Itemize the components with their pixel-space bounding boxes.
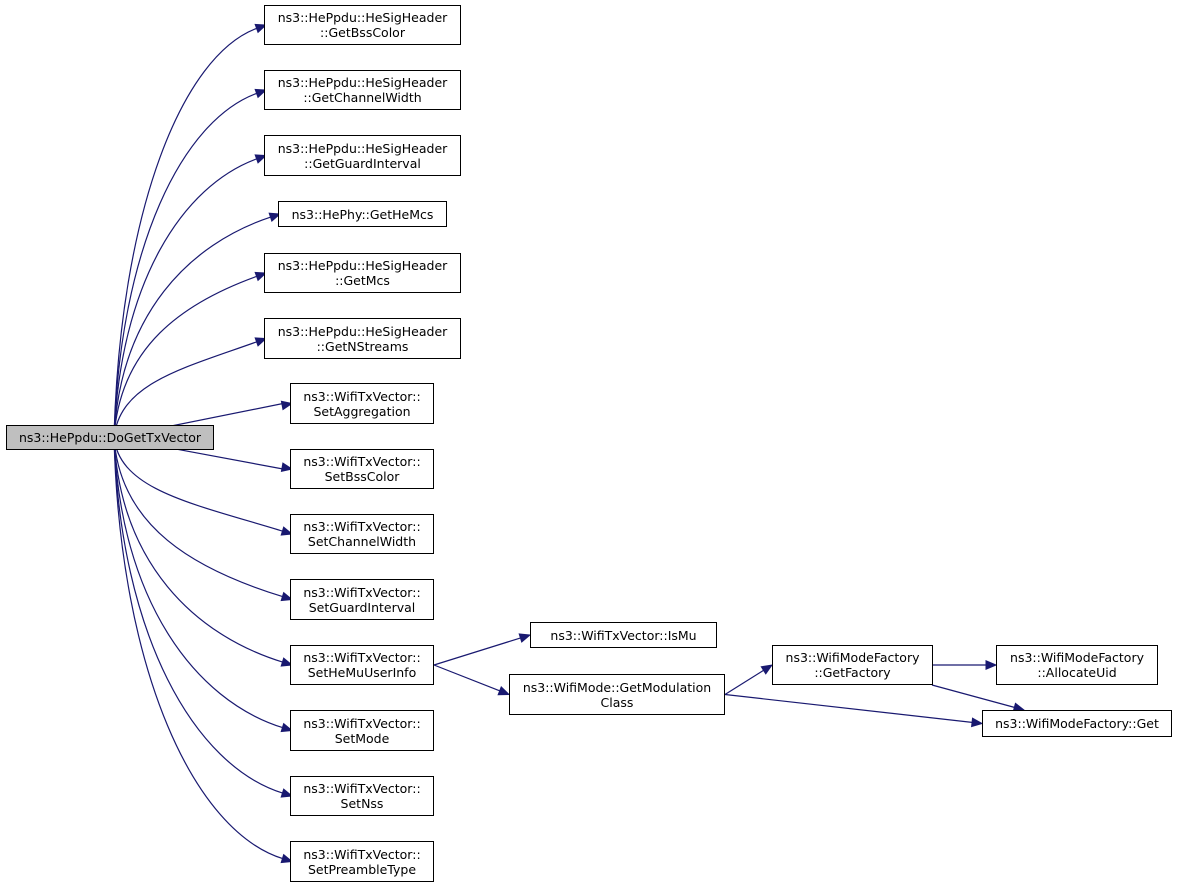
node-label-line: ::AllocateUid	[1037, 665, 1117, 680]
node-get-guard-interval[interactable]: ns3::HePpdu::HeSigHeader ::GetGuardInter…	[264, 135, 461, 176]
node-label-line: ns3::WifiModeFactory	[1010, 650, 1144, 665]
call-edge	[931, 684, 1016, 709]
call-edge	[724, 669, 765, 696]
node-is-mu[interactable]: ns3::WifiTxVector::IsMu	[530, 622, 717, 648]
node-label-line: SetAggregation	[313, 403, 411, 419]
edge-arrowhead	[280, 722, 294, 733]
node-label-line: SetHeMuUserInfo	[307, 665, 417, 680]
node-set-nss[interactable]: ns3::WifiTxVector:: SetNss	[290, 776, 434, 816]
node-label-line: ::GetGuardInterval	[304, 155, 421, 171]
node-get-factory[interactable]: ns3::WifiModeFactory ::GetFactory	[772, 645, 933, 685]
node-label-line: ns3::WifiTxVector::	[303, 454, 421, 469]
node-label-line: ns3::HePpdu::HeSigHeader	[277, 10, 448, 25]
node-label-line: ns3::WifiTxVector::	[303, 584, 421, 600]
node-label-line: ns3::HePpdu::HeSigHeader	[277, 258, 448, 273]
edge-arrowhead	[254, 337, 268, 347]
edge-arrowhead	[280, 788, 294, 798]
node-label-line: ns3::HePpdu::DoGetTxVector	[18, 430, 202, 445]
edge-arrowhead	[254, 23, 268, 34]
node-label-line: SetBssColor	[324, 469, 400, 484]
node-get-he-mcs[interactable]: ns3::HePhy::GetHeMcs	[278, 201, 447, 227]
node-label-line: ::GetNStreams	[316, 338, 409, 354]
node-set-he-mu-user-info[interactable]: ns3::WifiTxVector:: SetHeMuUserInfo	[290, 645, 434, 685]
node-label-line: ns3::WifiTxVector::	[303, 846, 421, 862]
node-label-line: ::GetBssColor	[320, 25, 405, 40]
node-root-doGetTxVector[interactable]: ns3::HePpdu::DoGetTxVector	[6, 425, 214, 450]
node-label-line: ns3::WifiTxVector::IsMu	[550, 627, 697, 643]
node-set-preamble-type[interactable]: ns3::WifiTxVector:: SetPreambleType	[290, 841, 434, 882]
edge-arrowhead	[280, 462, 294, 473]
node-label-line: SetChannelWidth	[307, 534, 417, 549]
call-edge	[113, 437, 284, 663]
node-allocate-uid[interactable]: ns3::WifiModeFactory ::AllocateUid	[996, 645, 1158, 685]
call-edge	[113, 437, 284, 598]
node-label-line: ns3::WifiModeFactory	[785, 650, 920, 665]
node-get-mcs[interactable]: ns3::HePpdu::HeSigHeader ::GetMcs	[264, 253, 461, 293]
call-edge	[113, 437, 284, 729]
edge-arrowhead	[254, 154, 268, 164]
node-label-line: SetGuardInterval	[308, 599, 416, 615]
node-label-line: Class	[600, 694, 634, 710]
node-set-channel-width[interactable]: ns3::WifiTxVector:: SetChannelWidth	[290, 514, 434, 554]
edge-arrowhead	[280, 400, 294, 411]
node-label-line: ::GetChannelWidth	[303, 90, 422, 105]
node-label-line: ::GetFactory	[814, 665, 891, 680]
call-edge	[433, 637, 522, 666]
node-label-line: ns3::HePpdu::HeSigHeader	[277, 140, 448, 156]
node-label-line: ns3::HePpdu::HeSigHeader	[277, 323, 448, 339]
edge-arrowhead	[971, 717, 984, 728]
node-label-line: SetPreambleType	[307, 861, 417, 877]
call-edge	[113, 437, 284, 532]
edge-arrowhead	[280, 657, 294, 667]
edge-arrowhead	[760, 664, 774, 675]
call-edge	[113, 275, 258, 438]
edge-arrowhead	[268, 212, 282, 222]
call-edge	[113, 437, 284, 860]
call-edge	[113, 216, 272, 438]
edge-arrowhead	[280, 853, 294, 864]
call-edge	[724, 693, 974, 724]
node-label-line: ns3::WifiTxVector::	[303, 519, 421, 534]
edge-arrowhead	[280, 591, 294, 602]
edge-arrowhead	[985, 660, 998, 670]
node-label-line: ns3::WifiModeFactory::Get	[995, 716, 1159, 731]
node-get-bss-color[interactable]: ns3::HePpdu::HeSigHeader ::GetBssColor	[264, 5, 461, 45]
node-set-guard-interval[interactable]: ns3::WifiTxVector:: SetGuardInterval	[290, 579, 434, 620]
node-label-line: ns3::HePpdu::HeSigHeader	[277, 75, 448, 90]
call-edge	[113, 157, 258, 438]
node-set-mode[interactable]: ns3::WifiTxVector:: SetMode	[290, 710, 434, 751]
node-label-line: ns3::HePhy::GetHeMcs	[291, 206, 434, 222]
node-label-line: ns3::WifiMode::GetModulation	[522, 679, 712, 695]
node-get-nstreams[interactable]: ns3::HePpdu::HeSigHeader ::GetNStreams	[264, 318, 461, 359]
node-label-line: SetMode	[334, 730, 390, 746]
node-get-modulation-class[interactable]: ns3::WifiMode::GetModulation Class	[509, 674, 725, 715]
edge-arrowhead	[254, 88, 268, 99]
node-label-line: ns3::WifiTxVector::	[303, 388, 421, 404]
call-edge	[113, 437, 284, 794]
node-set-bss-color[interactable]: ns3::WifiTxVector:: SetBssColor	[290, 449, 434, 489]
call-edge	[113, 340, 258, 438]
edge-arrowhead	[497, 686, 511, 696]
node-set-aggregation[interactable]: ns3::WifiTxVector:: SetAggregation	[290, 383, 434, 424]
node-factory-get[interactable]: ns3::WifiModeFactory::Get	[982, 710, 1172, 737]
edge-arrowhead	[280, 526, 294, 536]
call-edge	[433, 664, 501, 692]
node-get-channel-width[interactable]: ns3::HePpdu::HeSigHeader ::GetChannelWid…	[264, 70, 461, 110]
edge-arrowhead	[518, 633, 532, 643]
edge-arrowhead	[254, 271, 268, 282]
node-label-line: ns3::WifiTxVector::	[303, 715, 421, 731]
call-edge	[113, 27, 258, 438]
node-label-line: ::GetMcs	[335, 273, 390, 288]
node-label-line: ns3::WifiTxVector::	[303, 650, 421, 665]
node-label-line: SetNss	[340, 796, 384, 811]
call-edge	[113, 92, 258, 438]
node-label-line: ns3::WifiTxVector::	[303, 781, 421, 796]
